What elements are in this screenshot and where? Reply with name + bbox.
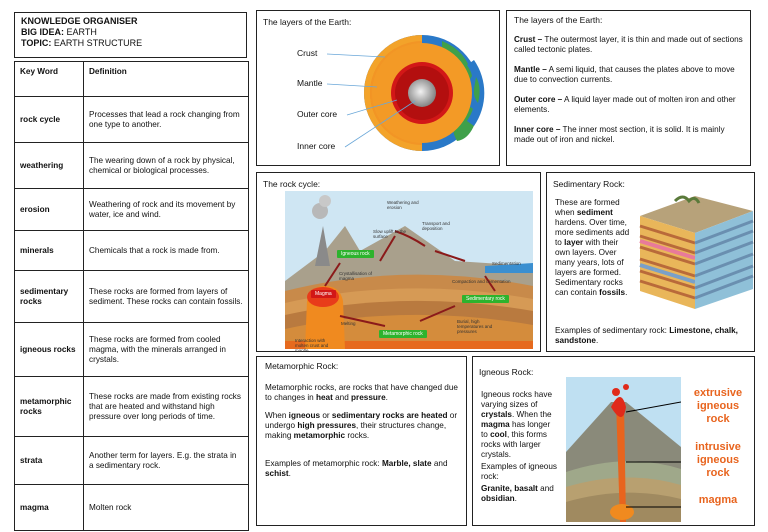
keyword: rock cycle xyxy=(14,96,84,143)
title-box: KNOWLEDGE ORGANISER BIG IDEA: EARTH TOPI… xyxy=(14,12,247,58)
igneous-title: Igneous Rock: xyxy=(479,367,534,377)
label-extrusive: extrusive igneous rock xyxy=(693,387,743,425)
sedimentary-examples: Examples of sedimentary rock: Limestone,… xyxy=(555,326,738,345)
definition: Chemicals that a rock is made from. xyxy=(83,230,249,271)
table-header-row: Key Word Definition xyxy=(14,61,249,97)
earth-inner-core xyxy=(408,79,436,107)
rock-cycle-box: The rock cycle: Weathering and erosion T… xyxy=(256,172,541,353)
label-intrusive: intrusive igneous rock xyxy=(695,441,741,479)
keyword: erosion xyxy=(14,188,84,231)
definition: Another term for layers. E.g. the strata… xyxy=(83,436,249,485)
rc-crystal: Crystallisation of magma xyxy=(339,271,373,281)
definition: These rocks are formed from layers of se… xyxy=(83,270,249,323)
definition: Weathering of rock and its movement by w… xyxy=(83,188,249,231)
igneous-volcano-illustration xyxy=(566,377,681,522)
keyword: metamorphic rocks xyxy=(14,376,84,437)
definition: Processes that lead a rock changing from… xyxy=(83,96,249,143)
earth-text-title: The layers of the Earth: xyxy=(514,15,603,25)
rc-sedimentation: Sedimentation xyxy=(492,261,521,266)
keyword: strata xyxy=(14,436,84,485)
definition: These rocks are formed from cooled magma… xyxy=(83,322,249,377)
rc-interaction: Interaction with molten crust and mantle xyxy=(295,338,329,353)
rc-igneous: Igneous rock xyxy=(337,250,374,258)
rc-burial: Burial, high temperatures and pressures xyxy=(457,319,493,334)
sedimentary-layers-illustration xyxy=(639,195,754,309)
crust-text: Crust – The outermost layer, it is thin … xyxy=(514,35,743,54)
rc-uplift: Slow uplift to the surface xyxy=(373,229,407,239)
rc-sedimentary: Sedimentary rock xyxy=(462,295,509,303)
metamorphic-p1: Metamorphic rocks, are rocks that have c… xyxy=(265,383,458,402)
inner-core-text: Inner core – The inner most section, it … xyxy=(514,125,725,144)
pointer-mantle xyxy=(326,83,378,88)
rc-metamorphic: Metamorphic rock xyxy=(379,330,427,338)
label-outer-core: Outer core xyxy=(297,109,338,119)
sedimentary-box: Sedimentary Rock: These are formed when … xyxy=(546,172,755,352)
metamorphic-box: Metamorphic Rock: Metamorphic rocks, are… xyxy=(256,356,467,526)
earth-text-box: The layers of the Earth: Crust – The out… xyxy=(506,10,751,166)
definition: These rocks are made from existing rocks… xyxy=(83,376,249,437)
igneous-examples: Granite, basalt and obsidian. xyxy=(481,484,554,503)
definition: Molten rock xyxy=(83,484,249,531)
outer-core-text: Outer core – A liquid layer made out of … xyxy=(514,95,736,114)
rc-melting: Melting xyxy=(341,321,356,326)
earth-layers-diagram xyxy=(326,35,485,151)
topic: TOPIC: EARTH STRUCTURE xyxy=(21,38,143,48)
metamorphic-p2: When igneous or sedimentary rocks are he… xyxy=(265,411,458,440)
sedimentary-description: These are formed when sediment hardens. … xyxy=(555,198,630,297)
metamorphic-examples: Examples of metamorphic rock: Marble, sl… xyxy=(265,459,448,478)
big-idea: BIG IDEA: EARTH xyxy=(21,27,97,37)
label-inner-core: Inner core xyxy=(297,141,336,151)
sedimentary-title: Sedimentary Rock: xyxy=(553,179,625,189)
keyword: igneous rocks xyxy=(14,322,84,377)
header-definition: Definition xyxy=(83,61,249,97)
rock-cycle-title: The rock cycle: xyxy=(263,179,321,189)
rc-magma: Magma xyxy=(311,290,336,298)
label-crust: Crust xyxy=(297,48,318,58)
rc-transport: Transport and deposition xyxy=(422,221,450,231)
earth-diagram-title: The layers of the Earth: xyxy=(263,17,352,27)
metamorphic-title: Metamorphic Rock: xyxy=(265,361,339,371)
igneous-examples-label: Examples of igneous rock: xyxy=(481,462,558,481)
label-mantle: Mantle xyxy=(297,78,323,88)
keyword: weathering xyxy=(14,142,84,189)
mantle-text: Mantle – A semi liquid, that causes the … xyxy=(514,65,735,84)
keyword: magma xyxy=(14,484,84,531)
keyword: sedimentary rocks xyxy=(14,270,84,323)
label-magma: magma xyxy=(698,494,738,506)
igneous-description: Igneous rocks have varying sizes of crys… xyxy=(481,390,553,459)
definition: The wearing down of a rock by physical, … xyxy=(83,142,249,189)
rc-weathering: Weathering and erosion xyxy=(387,200,419,210)
igneous-box: Igneous Rock: Igneous rocks have varying… xyxy=(472,356,755,526)
earth-diagram-box: The layers of the Earth: Crust Mantle Ou… xyxy=(256,10,500,166)
pointer-outer-core xyxy=(346,99,398,116)
page-title: KNOWLEDGE ORGANISER xyxy=(21,16,138,26)
pointer-crust xyxy=(326,53,386,58)
rc-compaction: Compaction and cementation xyxy=(452,279,511,284)
pointer-inner-core xyxy=(344,100,416,148)
rock-cycle-diagram xyxy=(285,191,533,349)
header-key-word: Key Word xyxy=(14,61,84,97)
keyword: minerals xyxy=(14,230,84,271)
